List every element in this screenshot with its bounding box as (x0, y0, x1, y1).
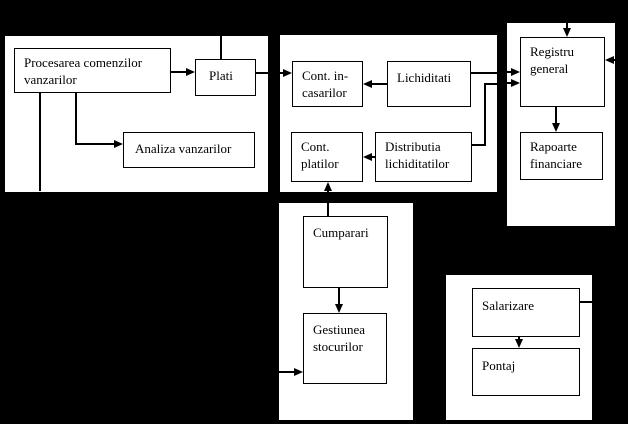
edge-distributia-route-v (484, 83, 486, 146)
node-pontaj: Pontaj (472, 348, 580, 396)
edge-right-registru-arrowhead (605, 56, 614, 64)
edge-top-registru-line (566, 23, 568, 30)
node-procesarea-comenzilor: Procesarea comenzilor vanzarilor (14, 48, 171, 93)
edge-distributia-route-h1 (472, 144, 486, 146)
edge-lichiditati-out-line (471, 72, 497, 74)
edge-procesarea-plati-arrowhead (186, 68, 195, 76)
node-salarizare: Salarizare (472, 288, 580, 337)
node-analiza-vanzarilor: Analiza vanzarilor (123, 132, 255, 168)
node-plati: Plati (195, 59, 256, 96)
edge-salarizare-out-line (580, 301, 592, 303)
node-registru-general: Registru general (520, 37, 605, 107)
node-gestiunea-stocurilor: Gestiunea stocurilor (303, 313, 387, 384)
node-cont-platilor: Cont. platilor (291, 132, 363, 182)
edge-in-registru-line1 (507, 71, 513, 73)
edge-cumparari-gestiunea-line (338, 288, 340, 305)
edge-registru-rapoarte-arrowhead (552, 123, 560, 132)
edge-cumparari-contplatilor-arrowhead (324, 182, 332, 191)
edge-cumparari-gestiunea-arrowhead (335, 304, 343, 313)
node-rapoarte-financiare: Rapoarte financiare (520, 132, 603, 180)
edge-top-registru-arrowhead (563, 28, 571, 37)
node-distributia-lichiditatilor: Distributia lichiditatilor (375, 132, 472, 182)
edge-in-contincasarilor-arrowhead (283, 69, 292, 77)
edge-distributia-contplatilor-line (371, 156, 376, 158)
edge-salarizare-pontaj-arrowhead (515, 339, 523, 348)
edge-procesarea-analiza-hline (75, 143, 115, 145)
edge-in-registru-arrowhead2 (511, 79, 520, 87)
edge-procesarea-bottom-line (39, 93, 41, 191)
edge-left-gestiunea-arrowhead (294, 368, 303, 376)
edge-cumparari-contplatilor-line2 (327, 203, 329, 216)
edge-in-contincasarilor-line (280, 72, 285, 74)
node-cont-incasarilor: Cont. in- casarilor (292, 61, 363, 107)
edge-in-registru-arrowhead1 (511, 68, 520, 76)
edge-distributia-route-h2 (484, 83, 497, 85)
node-lichiditati: Lichiditati (387, 61, 471, 107)
edge-in-registru-line2 (507, 82, 513, 84)
edge-registru-rapoarte-line (555, 107, 557, 124)
edge-procesarea-analiza-vline (75, 93, 77, 145)
edge-procesarea-analiza-arrowhead (114, 140, 123, 148)
edge-procesarea-plati-line (171, 71, 187, 73)
edge-lichiditati-contincasarilor-line (371, 83, 387, 85)
edge-cumparari-contplatilor-line1 (327, 189, 329, 192)
edge-plati-out-line (256, 72, 268, 74)
edge-left-gestiunea-line (279, 371, 295, 373)
edge-distributia-contplatilor-arrowhead (363, 153, 372, 161)
edge-top-plati-line (220, 36, 222, 59)
edge-lichiditati-contincasarilor-arrowhead (363, 80, 372, 88)
node-cumparari: Cumparari (303, 216, 388, 288)
